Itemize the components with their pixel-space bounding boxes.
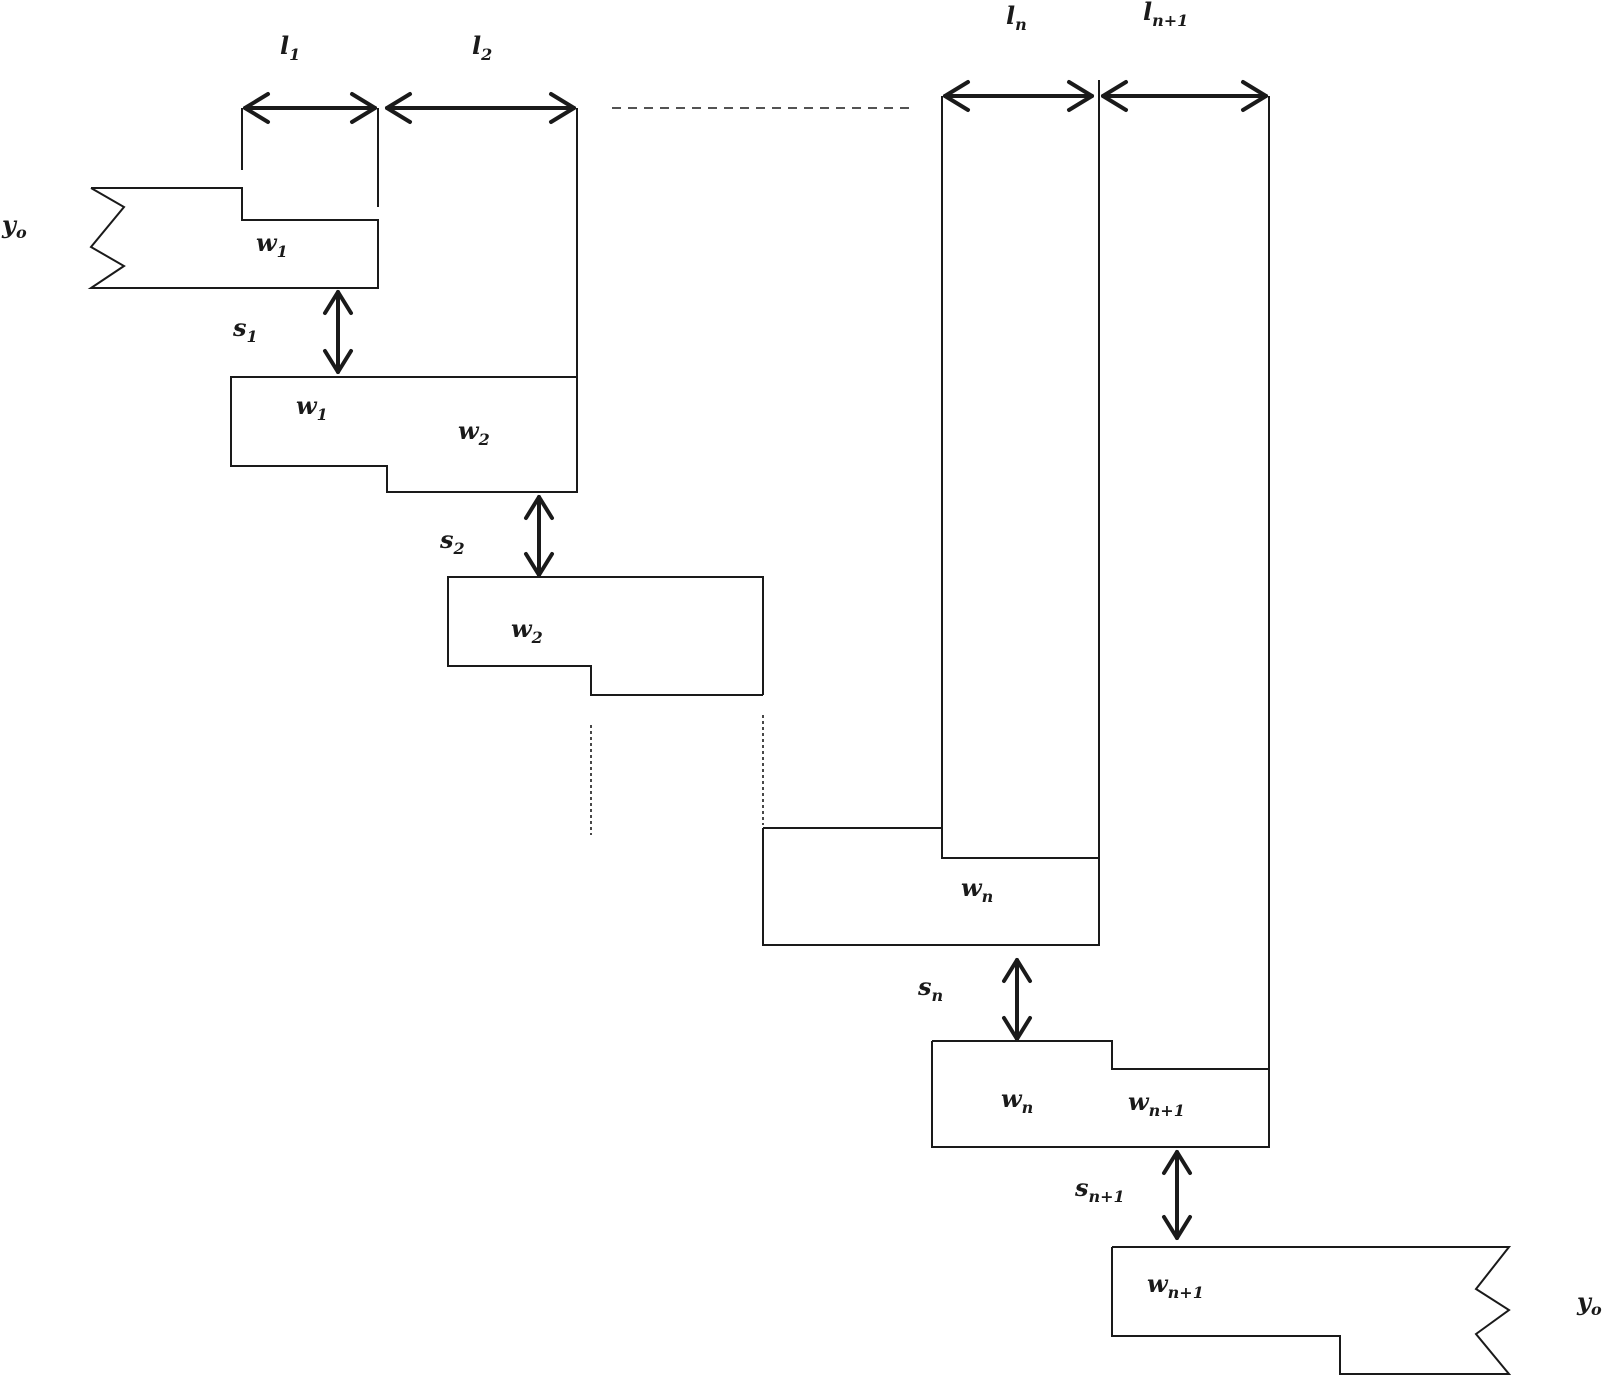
section-1-outline bbox=[230, 108, 578, 493]
label-wn-section-n: wn bbox=[961, 873, 993, 906]
label-w1-section1: w1 bbox=[296, 391, 328, 424]
label-l1: l1 bbox=[280, 31, 300, 64]
spacing-arrow-sn bbox=[1002, 958, 1032, 1041]
section-n1-outline bbox=[931, 1040, 1270, 1148]
coupled-section-2 bbox=[447, 576, 764, 835]
label-w2-section1: w2 bbox=[458, 416, 490, 449]
coupled-section-n-plus-1 bbox=[931, 96, 1270, 1148]
spacing-arrow-s1 bbox=[323, 290, 353, 374]
label-wn1-section-n1: wn+1 bbox=[1128, 1087, 1185, 1120]
label-sn: sn bbox=[917, 972, 943, 1005]
length-arrow-l2 bbox=[385, 92, 576, 124]
coupled-section-n bbox=[762, 80, 1100, 946]
label-w2-section2: w2 bbox=[511, 614, 543, 647]
label-s2: s2 bbox=[439, 525, 465, 558]
spacing-arrow-sn1 bbox=[1162, 1150, 1192, 1240]
label-l2: l2 bbox=[472, 31, 492, 64]
output-port-section bbox=[1111, 1246, 1512, 1375]
length-arrow-ln bbox=[943, 80, 1094, 112]
spacing-arrow-s2 bbox=[524, 495, 554, 577]
input-port-section bbox=[87, 108, 379, 289]
length-arrow-l1 bbox=[243, 92, 377, 124]
label-yo-left: yo bbox=[1, 210, 27, 242]
label-wn-section-n1: wn bbox=[1001, 1084, 1033, 1117]
input-line-outline bbox=[87, 187, 379, 289]
output-line-outline bbox=[1111, 1246, 1512, 1375]
length-arrow-ln1 bbox=[1101, 80, 1268, 112]
label-w1-input: w1 bbox=[256, 228, 288, 261]
label-sn1: sn+1 bbox=[1074, 1173, 1125, 1206]
label-yo-right: yo bbox=[1576, 1287, 1602, 1319]
coupled-section-1 bbox=[230, 108, 578, 493]
label-s1: s1 bbox=[232, 313, 258, 346]
section-2-outline bbox=[447, 576, 764, 696]
section-n-outline bbox=[762, 827, 1100, 946]
label-ln: ln bbox=[1006, 1, 1027, 34]
label-ln1: ln+1 bbox=[1143, 0, 1188, 30]
label-wn1-output: wn+1 bbox=[1147, 1269, 1204, 1302]
